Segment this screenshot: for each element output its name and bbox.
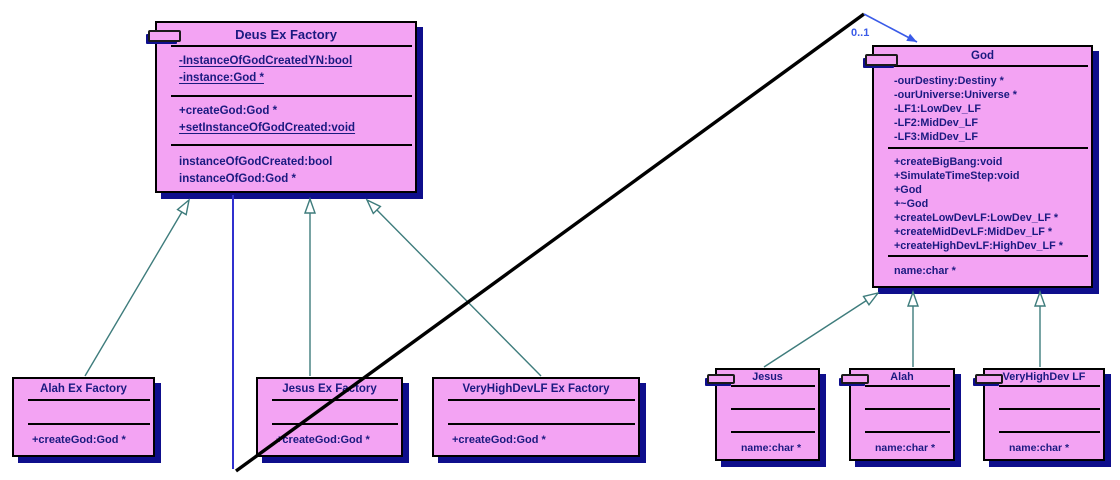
class-alah[interactable]: Alah name:char * — [841, 368, 955, 461]
uml-method: +createGod:God * — [276, 434, 370, 446]
class-icon — [865, 54, 898, 66]
section-divider — [865, 385, 950, 387]
class-jesus[interactable]: Jesus name:char * — [707, 368, 820, 461]
section-divider — [28, 399, 150, 401]
uml-attribute: -InstanceOfGodCreatedYN:bool — [179, 55, 353, 67]
uml-attribute: -ourDestiny:Destiny * — [894, 75, 1004, 87]
class-title: Jesus Ex Factory — [282, 383, 377, 395]
properties-section: name:char * — [985, 433, 1103, 459]
uml-method: +createGod:God * — [452, 434, 546, 446]
uml-method: +SimulateTimeStep:void — [894, 170, 1020, 182]
attributes-section: -ourDestiny:Destiny * -ourUniverse:Unive… — [874, 67, 1091, 147]
attributes-section — [14, 401, 153, 423]
properties-section: instanceOfGodCreated:bool instanceOfGod:… — [157, 146, 415, 191]
class-icon — [707, 374, 735, 384]
uml-attribute: -LF1:LowDev_LF — [894, 103, 981, 115]
uml-method: +createBigBang:void — [894, 156, 1003, 168]
section-divider — [888, 65, 1088, 67]
section-divider — [865, 431, 950, 433]
attributes-section — [985, 387, 1103, 408]
methods-section: +createGod:God * +setInstanceOfGodCreate… — [157, 97, 415, 144]
methods-section — [717, 410, 818, 431]
uml-method: +createHighDevLF:HighDev_LF * — [894, 240, 1063, 252]
uml-attribute: -instance:God * — [179, 72, 264, 84]
class-jesus-ex-factory[interactable]: Jesus Ex Factory +createGod:God * — [256, 377, 403, 457]
section-divider — [865, 408, 950, 410]
class-title: VeryHighDev LF — [1002, 371, 1086, 383]
properties-section: name:char * — [874, 257, 1091, 286]
attributes-section: -InstanceOfGodCreatedYN:bool -instance:G… — [157, 47, 415, 95]
attributes-section — [434, 401, 638, 423]
uml-method: +createLowDevLF:LowDev_LF * — [894, 212, 1059, 224]
class-title: Alah — [890, 371, 914, 383]
methods-section: +createBigBang:void +SimulateTimeStep:vo… — [874, 149, 1091, 255]
section-divider — [999, 408, 1100, 410]
methods-section — [985, 410, 1103, 431]
section-divider — [888, 147, 1088, 149]
class-god[interactable]: God -ourDestiny:Destiny * -ourUniverse:U… — [865, 45, 1093, 288]
methods-section: +createGod:God * — [14, 425, 153, 455]
uml-method: +setInstanceOfGodCreated:void — [179, 122, 356, 134]
uml-method: +createGod:God * — [179, 105, 278, 117]
attributes-section — [258, 401, 401, 423]
uml-property: instanceOfGodCreated:bool — [179, 156, 333, 168]
methods-section: +createGod:God * — [434, 425, 638, 455]
generalization-alah-factory — [84, 198, 191, 377]
attributes-section — [851, 387, 953, 408]
class-icon — [841, 374, 869, 384]
section-divider — [999, 385, 1100, 387]
uml-property: instanceOfGod:God * — [179, 173, 296, 185]
uml-attribute: -LF2:MidDev_LF — [894, 117, 978, 129]
section-divider — [28, 423, 150, 425]
attributes-section — [717, 387, 818, 408]
association-arrow-to-god — [863, 13, 918, 43]
class-title: Alah Ex Factory — [40, 383, 127, 395]
class-title: God — [971, 50, 994, 62]
generalization-vhd-factory — [365, 198, 542, 377]
multiplicity-label: 0..1 — [851, 27, 870, 39]
class-icon — [148, 30, 181, 42]
uml-attribute: -LF3:MidDev_LF — [894, 131, 978, 143]
class-deus-ex-factory[interactable]: Deus Ex Factory -InstanceOfGodCreatedYN:… — [148, 21, 417, 193]
section-divider — [888, 255, 1088, 257]
uml-method: +~God — [894, 198, 929, 210]
properties-section: name:char * — [717, 433, 818, 459]
class-alah-ex-factory[interactable]: Alah Ex Factory +createGod:God * — [12, 377, 155, 457]
uml-method: +God — [894, 184, 922, 196]
uml-property: name:char * — [1009, 442, 1070, 454]
uml-attribute: -ourUniverse:Universe * — [894, 89, 1018, 101]
uml-property: name:char * — [875, 442, 936, 454]
uml-method: +createMidDevLF:MidDev_LF * — [894, 226, 1053, 238]
methods-section: +createGod:God * — [258, 425, 401, 455]
methods-section — [851, 410, 953, 431]
uml-method: +createGod:God * — [32, 434, 126, 446]
class-icon — [975, 374, 1003, 384]
uml-property: name:char * — [741, 442, 802, 454]
class-title: VeryHighDevLF Ex Factory — [462, 383, 610, 395]
section-divider — [999, 431, 1100, 433]
class-veryhighdev-lf[interactable]: VeryHighDev LF name:char * — [975, 368, 1105, 461]
properties-section: name:char * — [851, 433, 953, 459]
class-title: Deus Ex Factory — [235, 27, 337, 42]
class-veryhighdevlf-ex-factory[interactable]: VeryHighDevLF Ex Factory +createGod:God … — [432, 377, 640, 457]
generalization-jesus — [763, 291, 880, 368]
uml-property: name:char * — [894, 265, 956, 277]
